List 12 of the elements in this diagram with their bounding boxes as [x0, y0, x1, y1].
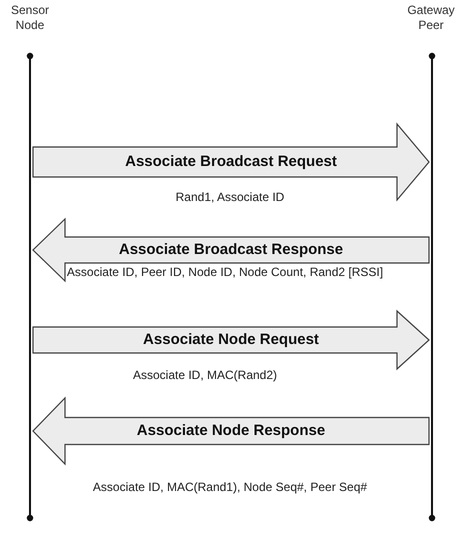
participant-label: Gateway Peer — [406, 3, 456, 33]
message-parameters: Associate ID, MAC(Rand2) — [132, 367, 278, 384]
message-label: Associate Node Response — [134, 422, 328, 440]
message-label: Associate Broadcast Response — [116, 241, 346, 259]
participant-label: Sensor Node — [10, 3, 50, 33]
message-parameters: Associate ID, MAC(Rand1), Node Seq#, Peer Seq# — [92, 479, 368, 496]
message-parameters: Rand1, Associate ID — [174, 189, 286, 206]
message-label: Associate Node Request — [141, 331, 321, 349]
lifeline — [27, 50, 33, 524]
message-label: Associate Broadcast Request — [123, 153, 339, 171]
lifeline — [429, 50, 435, 524]
message-parameters: Associate ID, Peer ID, Node ID, Node Count, Rand2 [RSSI] — [66, 264, 384, 281]
